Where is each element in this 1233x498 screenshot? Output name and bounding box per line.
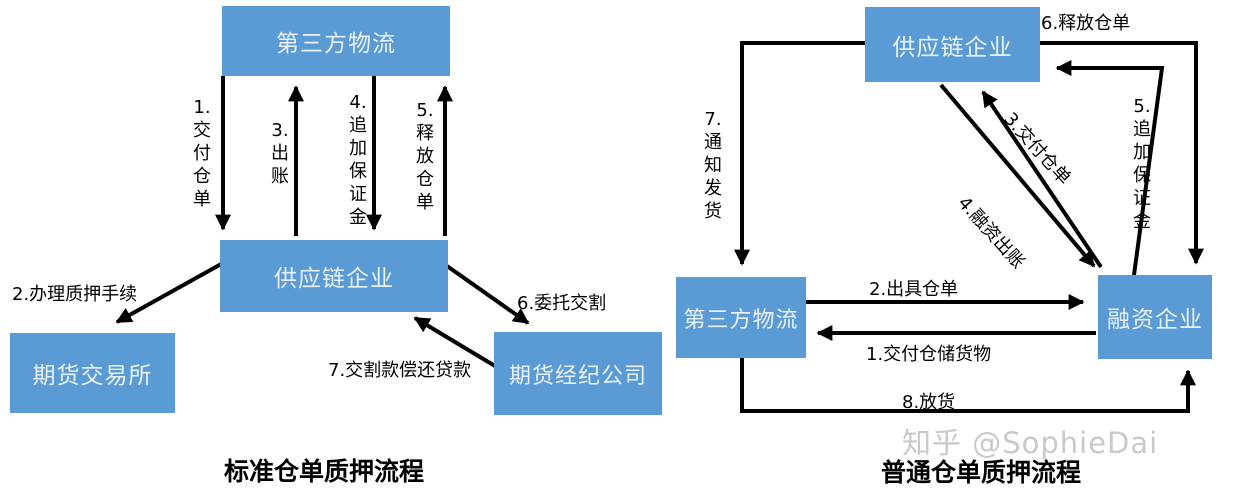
edge-label-margin-call: 4.追加保证金 [349,92,367,229]
node-supply-chain-enterprise-2: 供应链企业 [865,7,1040,82]
edge-label-deliver-receipt: 1.交付仓单 [193,97,211,211]
edge-label-release-goods: 8.放货 [902,392,956,413]
edge-label-pledge-procedures: 2.办理质押手续 [12,284,138,305]
edge-label-issue-receipt: 2.出具仓单 [869,279,959,300]
node-financing-enterprise: 融资企业 [1098,275,1212,359]
arrow-deliver-receipt-2 [981,90,1103,269]
edge-label-repay-loan: 7.交割款偿还贷款 [328,360,472,381]
caption-ordinary-process: 普通仓单质押流程 [881,458,1082,487]
arrow-pledge-procedures [115,261,224,324]
zhihu-watermark: 知乎 @SophieDai [902,426,1159,460]
edge-label-deliver-stored-goods: 1.交付仓储货物 [866,344,992,365]
edge-label-entrust-delivery: 6.委托交割 [517,293,607,314]
arrow-notify-shipment [734,41,865,266]
arrow-entrust-delivery [445,264,530,325]
edge-label-release-receipt-2: 6.释放仓单 [1041,13,1131,34]
edge-label-margin-call-2: 5.追加保证金 [1133,96,1151,233]
arrow-margin-call-2 [1055,60,1165,276]
node-supply-chain-enterprise: 供应链企业 [220,240,448,312]
node-third-party-logistics-2: 第三方物流 [676,277,806,358]
caption-standard-process: 标准仓单质押流程 [224,457,425,486]
arrow-release-receipt-2 [1040,41,1204,265]
arrow-financing-disburse [939,83,1096,268]
arrow-repay-loan [413,316,497,368]
node-third-party-logistics: 第三方物流 [222,6,450,76]
node-futures-brokerage: 期货经纪公司 [494,332,662,415]
node-futures-exchange: 期货交易所 [10,333,175,413]
edge-label-release-receipt: 5.释放仓单 [416,100,434,214]
edge-label-notify-shipment: 7.通知发货 [704,109,722,223]
edge-label-disburse: 3.出账 [271,120,289,188]
arrow-release-goods [740,358,1196,413]
